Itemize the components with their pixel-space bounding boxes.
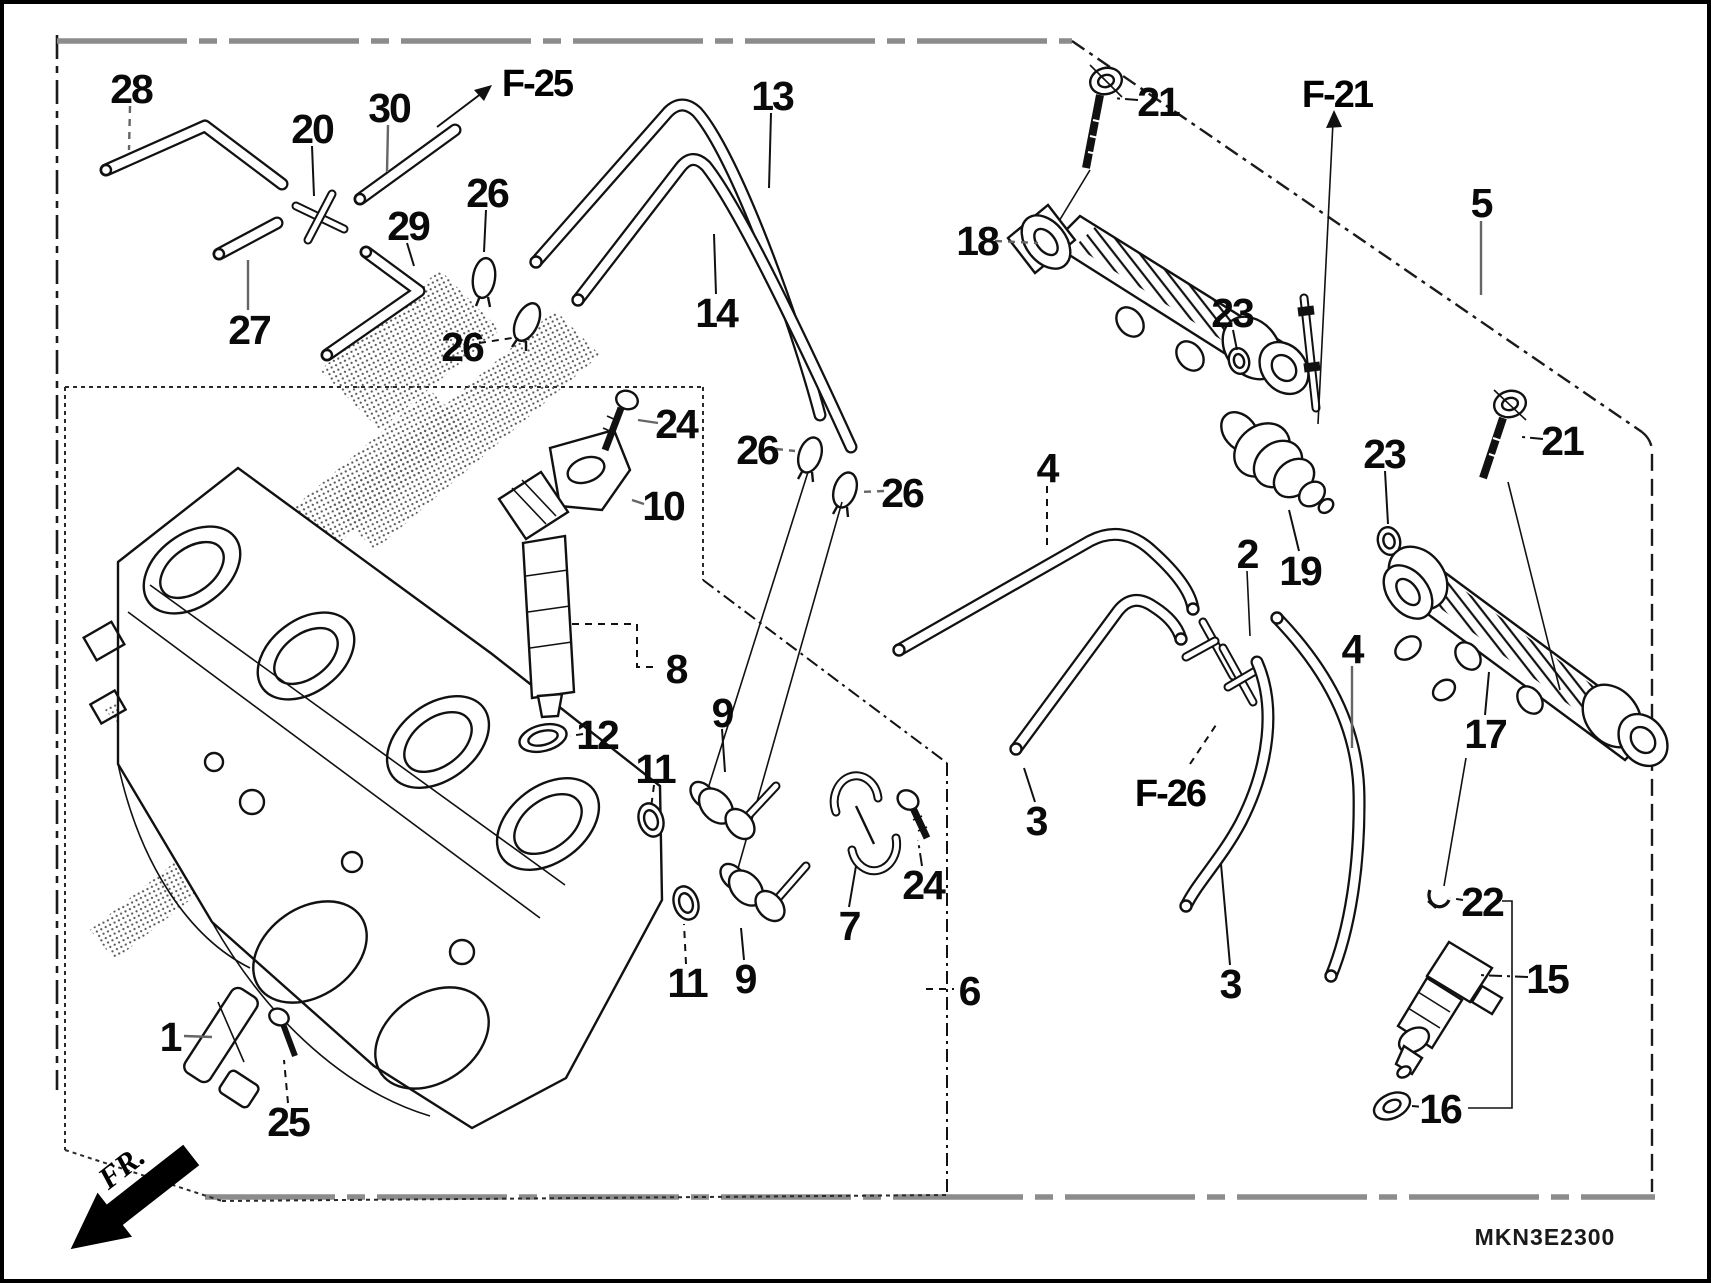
- ref-arrow-f25: [436, 85, 492, 128]
- ref-label-f21: F-21: [1302, 74, 1374, 116]
- callout-22: 22: [1461, 879, 1504, 925]
- callout-7: 7: [839, 903, 860, 949]
- fuel-injector-part8: [497, 470, 576, 719]
- o-ring-11-a: [637, 802, 665, 838]
- tube-clamp-26-a: [471, 256, 497, 308]
- callout-6: 6: [959, 968, 981, 1014]
- tube-clamp-26-d: [831, 471, 859, 518]
- callout-26-a: 26: [466, 170, 509, 216]
- bolt-21-b: [1479, 389, 1528, 480]
- callout-16: 16: [1419, 1086, 1462, 1132]
- fuel-joint-9-a: [689, 780, 781, 841]
- hose-3-a: [1009, 594, 1188, 756]
- fuel-rail-18: [1006, 169, 1310, 396]
- fuel-rail-17: [1382, 545, 1669, 768]
- hose-4-a: [892, 528, 1200, 657]
- callout-27: 27: [228, 307, 270, 353]
- callout-11-b: 11: [667, 960, 708, 1006]
- callout-10: 10: [642, 483, 685, 529]
- washer-23-b: [1376, 525, 1402, 557]
- callout-30: 30: [368, 85, 411, 131]
- washer-16: [1372, 1091, 1412, 1121]
- ref-line-f26: [1189, 721, 1219, 765]
- callout-15: 15: [1526, 956, 1569, 1002]
- pressure-regulator-19: [1220, 293, 1335, 515]
- part-code: MKN3E2300: [1475, 1224, 1616, 1250]
- throttle-body-assembly: [82, 389, 664, 1130]
- o-ring-11-b: [672, 885, 700, 921]
- callout-20: 20: [291, 106, 334, 152]
- hose-27: [212, 216, 284, 261]
- cross-joint-20: [291, 189, 349, 245]
- callout-4-a: 4: [1037, 445, 1060, 491]
- map-sensor-part10: [548, 428, 632, 512]
- hose-30: [353, 123, 462, 206]
- bolt-21-a: [1082, 64, 1124, 169]
- hose-28: [99, 119, 289, 191]
- callout-1: 1: [160, 1014, 182, 1060]
- seal-ring-12: [518, 722, 568, 754]
- fuel-injector-15: [1394, 940, 1504, 1079]
- callout-19: 19: [1279, 548, 1322, 594]
- hose-14: [571, 153, 858, 454]
- callout-24-a: 24: [655, 401, 699, 447]
- callout-23-a: 23: [1211, 290, 1254, 336]
- callout-24-b: 24: [902, 862, 946, 908]
- tube-clamp-26-c: [796, 436, 824, 483]
- bolt-24-a: [601, 389, 639, 452]
- callout-14: 14: [695, 290, 739, 336]
- callout-8: 8: [666, 646, 688, 692]
- callout-25: 25: [267, 1099, 310, 1145]
- callout-28: 28: [110, 66, 153, 112]
- callout-29: 29: [387, 203, 430, 249]
- pipe-clamp-7: [829, 771, 902, 876]
- rail17-injector-axis-line: [1443, 757, 1467, 887]
- callout-2: 2: [1237, 531, 1259, 577]
- tube-clamp-26-b: [511, 302, 542, 351]
- callout-18: 18: [956, 218, 999, 264]
- fuel-joint-9-b: [719, 861, 811, 923]
- leader-lines: [127, 97, 1544, 1109]
- callout-4-b: 4: [1342, 626, 1365, 672]
- callout-3-b: 3: [1220, 961, 1242, 1007]
- callout-9-b: 9: [735, 956, 757, 1002]
- double-joint-2: [1181, 617, 1262, 707]
- front-direction-marker: FR.: [70, 1138, 200, 1250]
- bolt-25: [268, 1007, 298, 1058]
- callout-26-c: 26: [736, 427, 779, 473]
- ref-label-f26: F-26: [1135, 773, 1206, 815]
- callout-21-b: 21: [1541, 418, 1584, 464]
- callout-17: 17: [1464, 711, 1506, 757]
- throttle-body-boundary-box: [64, 386, 948, 1202]
- retainer-clip-22: [1427, 889, 1451, 909]
- callout-26-b: 26: [441, 324, 484, 370]
- callout-11-a: 11: [635, 746, 676, 792]
- callout-26-d: 26: [881, 470, 924, 516]
- callout-23-b: 23: [1363, 431, 1406, 477]
- front-arrow-icon: [70, 1144, 200, 1250]
- bolt-21b-axis-line: [1507, 481, 1561, 691]
- ref-label-f25: F-25: [502, 63, 574, 105]
- callout-5: 5: [1471, 180, 1493, 226]
- hose-4-b: [1270, 611, 1366, 983]
- callout-13: 13: [751, 73, 794, 119]
- hose-3-b: [1179, 655, 1275, 913]
- callout-3-a: 3: [1026, 798, 1048, 844]
- washer-23-a: [1227, 346, 1251, 376]
- bolt-24-b: [896, 789, 931, 840]
- clamp-c-guide-line: [705, 471, 809, 796]
- callout-21-a: 21: [1137, 79, 1180, 125]
- callout-9-a: 9: [712, 690, 734, 736]
- hose-29: [320, 245, 426, 362]
- callout-12: 12: [576, 712, 619, 758]
- sensor-unit-part1: [183, 986, 260, 1109]
- callout-labels: 28 20 30 26 29 27 26 13 14 26 26 24 10 8…: [110, 66, 1586, 1145]
- ref-arrow-f21: [1317, 110, 1342, 425]
